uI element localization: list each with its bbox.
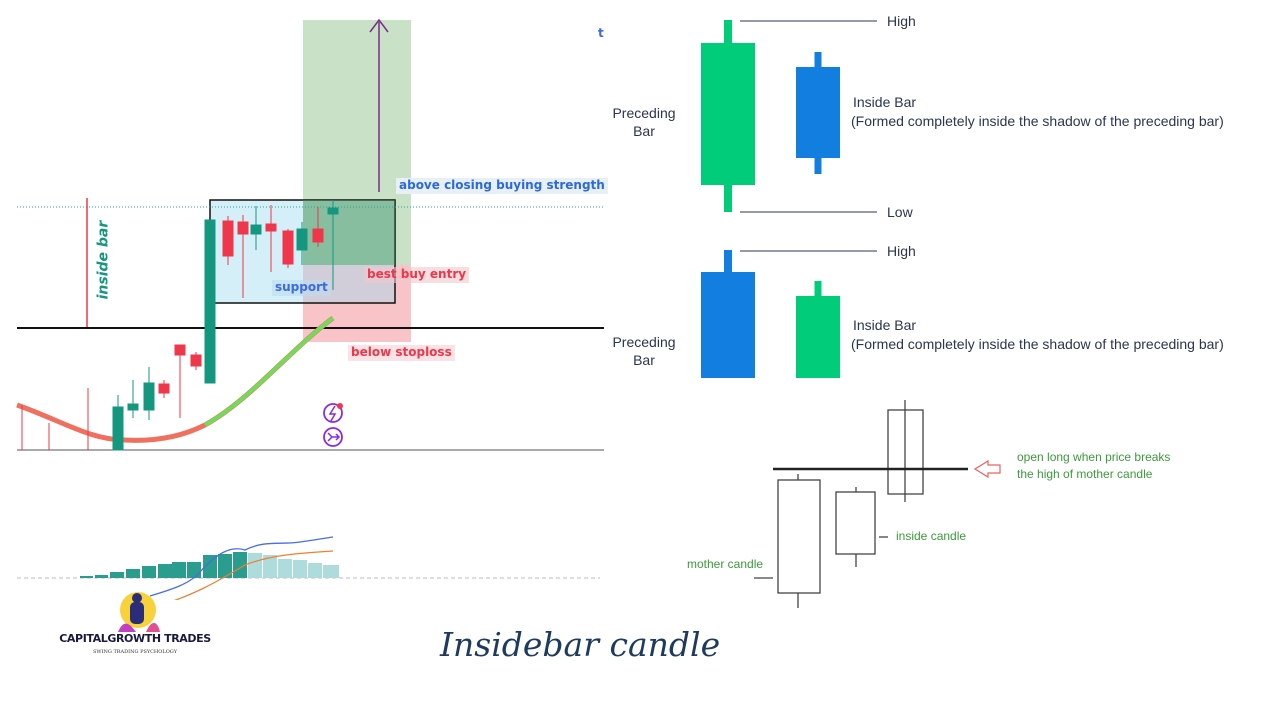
signal-line-blue (149, 536, 334, 597)
page-title: Insidebar candle (440, 625, 721, 664)
logo: CAPITALGROWTH TRADES SWING TRADING PSYCH… (55, 588, 215, 662)
lightning-alert-icon[interactable] (323, 403, 343, 423)
inside-bar-green (796, 281, 840, 378)
price-chart (16, 18, 604, 600)
replay-icon[interactable] (323, 427, 343, 447)
stray-char: t (598, 26, 604, 40)
logo-name: CAPITALGROWTH TRADES (59, 632, 211, 645)
mother-candle-label: mother candle (687, 557, 764, 571)
inside-candle-label: inside candle (896, 529, 967, 543)
inside-desc-top: (Formed completely inside the shadow of … (851, 113, 1224, 129)
target-zone (303, 20, 411, 265)
above-closing-label: above closing buying strength (396, 178, 608, 194)
preceding-bar-green (701, 20, 755, 212)
signal-line-orange (173, 550, 334, 600)
candles (21, 200, 339, 451)
inside-bar-label-middle: Inside Bar (853, 317, 917, 333)
preceding-bar-label-top: Preceding Bar (612, 105, 676, 139)
open-long-line1: open long when price breaks (1017, 450, 1171, 464)
target-arrow-icon (369, 18, 389, 192)
open-long-line2: the high of mother candle (1017, 467, 1153, 481)
logo-illustration-icon (118, 592, 160, 632)
inside-bar-label-top: Inside Bar (853, 94, 917, 110)
best-buy-entry-label: best buy entry (364, 267, 470, 283)
logo-tagline: SWING TRADING PSYCHOLOGY (92, 649, 178, 655)
support-label: support (272, 280, 331, 296)
moving-average (16, 315, 335, 443)
histogram (80, 552, 339, 578)
arrow-left-icon (973, 459, 1001, 479)
low-label: Low (887, 204, 913, 220)
inside-bar-blue (796, 52, 840, 174)
high-label-top: High (887, 13, 916, 29)
moving-average-fast (204, 316, 335, 427)
preceding-bar-blue (701, 250, 755, 378)
preceding-bar-label-middle: Preceding Bar (612, 334, 676, 368)
sketch-candles (754, 400, 924, 608)
inside-desc-middle: (Formed completely inside the shadow of … (851, 336, 1224, 352)
high-label-middle: High (887, 243, 916, 259)
below-stoploss-label: below stoploss (348, 345, 455, 361)
inside-bar-label: inside bar (95, 220, 112, 300)
